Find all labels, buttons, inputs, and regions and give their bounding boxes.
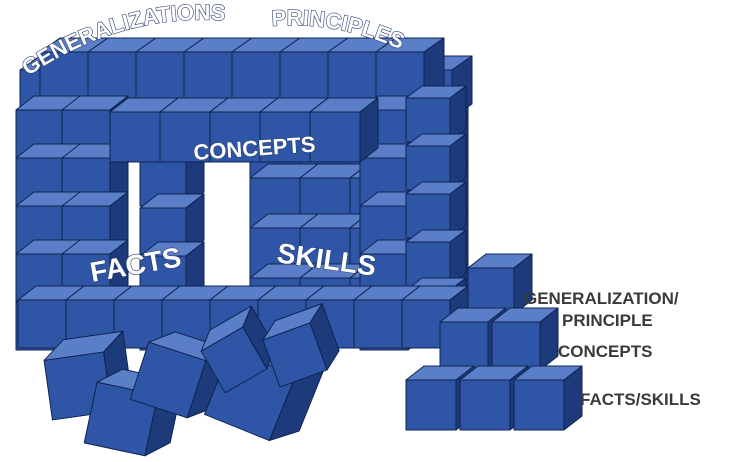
cube-34 [279, 37, 349, 101]
cube-front-face [491, 321, 541, 371]
cube-front-face [262, 322, 328, 388]
pyramid-bottom-label: FACTS/SKILLS [580, 390, 701, 409]
cube-58 [405, 229, 467, 287]
cube-front-face [109, 111, 161, 163]
cube-56 [405, 181, 467, 239]
pyramid-top-label: GENERALIZATION/ [524, 289, 679, 308]
cube-front-face [87, 51, 137, 101]
cube-front-face [353, 299, 403, 349]
cube-81 [467, 253, 533, 315]
cube-front-face [129, 341, 207, 419]
cube-front-face [405, 379, 457, 431]
cube-86 [513, 365, 583, 431]
cube-80 [262, 303, 340, 388]
cube-front-face [279, 51, 329, 101]
cube-front-face [200, 326, 268, 394]
cube-front-face [467, 267, 515, 315]
cube-front-face [513, 379, 565, 431]
cube-83 [491, 307, 559, 371]
cube-front-face [231, 51, 281, 101]
cube-36 [375, 37, 445, 101]
cube-front-face [327, 51, 377, 101]
cube-front-face [183, 51, 233, 101]
cube-52 [405, 85, 467, 143]
pyramid-middle-label: CONCEPTS [558, 342, 652, 361]
cube-front-face [309, 111, 361, 163]
cube-front-face [135, 51, 185, 101]
cube-front-face [439, 321, 489, 371]
cube-65 [309, 97, 379, 163]
cube-54 [405, 133, 467, 191]
cube-layer [15, 37, 583, 457]
pyramid-top-label-line2: PRINCIPLE [562, 311, 653, 330]
cube-front-face [459, 379, 511, 431]
cube-front-face [17, 299, 67, 349]
